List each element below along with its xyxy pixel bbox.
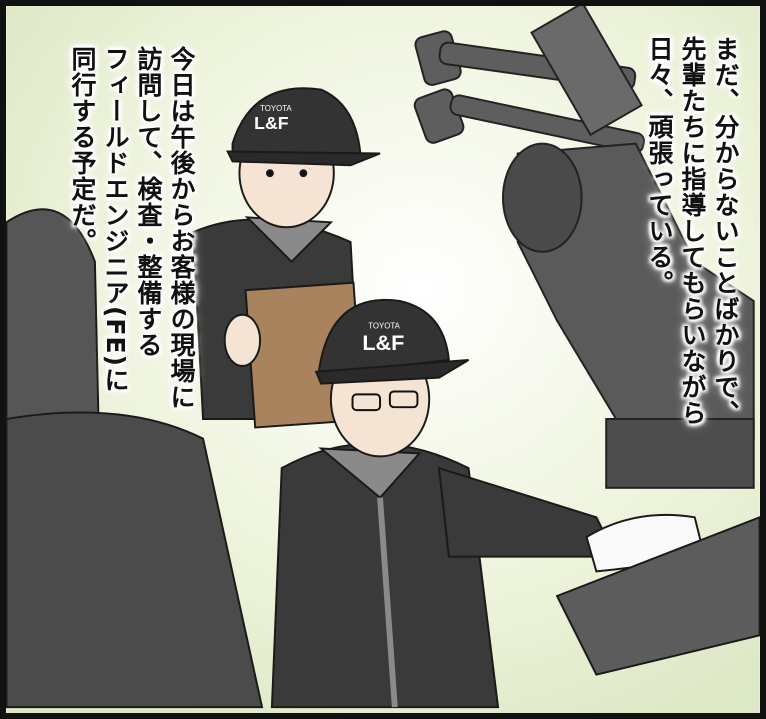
control-levers bbox=[413, 6, 755, 489]
caption-line: 同行する予定だ。 bbox=[68, 46, 97, 254]
caption-line: 先輩たちに指導してもらいながら bbox=[678, 36, 707, 426]
dashboard bbox=[555, 516, 760, 676]
caption-line: フィールドエンジニア(FE)に bbox=[101, 46, 130, 394]
seat bbox=[6, 208, 264, 709]
cap-logo-main: L&F bbox=[362, 330, 404, 355]
cap-logo-top: TOYOTA bbox=[260, 104, 292, 113]
caption-line: 訪問して、検査・整備する bbox=[134, 46, 163, 358]
forklift-cab-illustration: TOYOTA L&F TOYOTA L&F bbox=[6, 6, 760, 713]
cap-logo-main-character: TOYOTA L&F bbox=[362, 322, 404, 356]
cap-logo-top: TOYOTA bbox=[368, 322, 400, 331]
caption-line: 今日は午後からお客様の現場に bbox=[167, 46, 196, 410]
narration-caption-left: 今日は午後からお客様の現場に 訪問して、検査・整備する フィールドエンジニア(F… bbox=[66, 46, 198, 410]
cap-logo-senior: TOYOTA L&F bbox=[254, 104, 292, 133]
caption-line: 日々、頑張っている。 bbox=[645, 36, 674, 296]
main-character bbox=[270, 298, 760, 709]
narration-caption-right: まだ、分からないことばかりで、 先輩たちに指導してもらいながら 日々、頑張ってい… bbox=[643, 36, 742, 426]
caption-line: まだ、分からないことばかりで、 bbox=[711, 36, 740, 426]
cap-logo-main: L&F bbox=[254, 113, 289, 133]
